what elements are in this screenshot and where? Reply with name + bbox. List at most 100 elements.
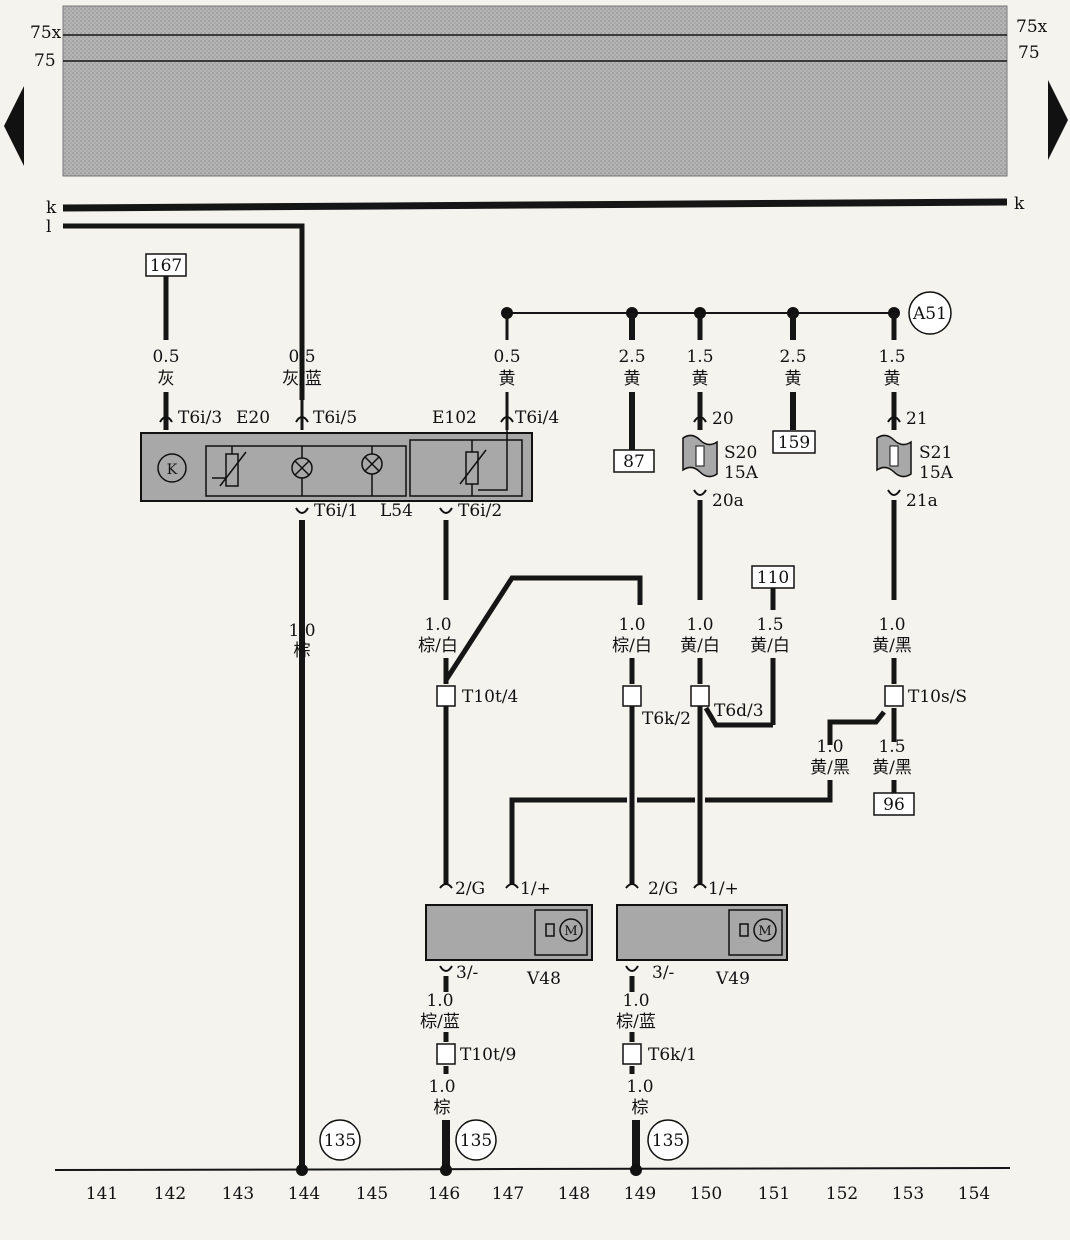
wire-label-color: 黄/黑 (872, 758, 912, 778)
pin-21a: 21a (906, 491, 938, 511)
conn-t6i2: T6i/2 (458, 501, 502, 521)
conn-v49-1p: 1/+ (708, 879, 739, 899)
pin-mark (693, 883, 707, 889)
axis-number: 153 (892, 1184, 924, 1204)
connector-t6d3-icon (690, 685, 710, 707)
wire-label-color: 黄 (785, 369, 802, 389)
connector-t6k1-icon (622, 1043, 642, 1065)
conn-t10t4: T10t/4 (462, 687, 518, 707)
bus-75x-right: 75x (1016, 17, 1048, 37)
wire-t10s-branch (827, 710, 886, 745)
fuse-s21-amp: 15A (919, 463, 954, 483)
wire-label-color: 棕/白 (418, 636, 458, 656)
pin-21: 21 (906, 409, 928, 429)
wire-motor-feed (509, 780, 833, 885)
axis-number: 149 (624, 1184, 656, 1204)
prev-page-arrow-icon[interactable] (4, 86, 24, 166)
k-symbol-icon (157, 453, 187, 483)
wire-label-gauge: 1.5 (756, 615, 783, 635)
axis-number: 142 (154, 1184, 186, 1204)
lamp-cross (294, 460, 310, 476)
motor-m-label: M (564, 924, 577, 939)
pin-mark (295, 507, 309, 514)
wire-label-color: 黄 (692, 369, 709, 389)
internal-wiring (471, 430, 508, 496)
conn-v49-3m: 3/- (652, 963, 674, 983)
wire-label-color: 黄/白 (750, 636, 790, 656)
pin-mark (693, 489, 707, 496)
axis-number: 143 (222, 1184, 254, 1204)
internal-wiring (212, 446, 373, 496)
conn-v48-2g: 2/G (455, 879, 485, 899)
e102-inner-frame (409, 439, 523, 497)
ground-ref-135[interactable] (455, 1119, 497, 1161)
wire-label-gauge: 1.0 (626, 1077, 653, 1097)
fuse-s20-name: S20 (724, 443, 757, 463)
axis-number: 146 (428, 1184, 460, 1204)
conn-t6d3: T6d/3 (714, 701, 764, 721)
pin-20: 20 (712, 409, 734, 429)
bus-75-right: 75 (1018, 43, 1040, 63)
wire-label-gauge: 1.5 (686, 347, 713, 367)
bus-75x-left: 75x (30, 23, 62, 43)
motor-brush (739, 923, 749, 937)
fuse-s21-name: S21 (919, 443, 952, 463)
lamp-cross (364, 456, 380, 472)
comp-v49: V49 (715, 969, 750, 989)
motor-brush (545, 923, 555, 937)
ref-box-87[interactable] (613, 449, 655, 473)
bus-k-right: k (1014, 194, 1025, 214)
pin-mark (887, 489, 901, 496)
motor-v48-frame (534, 909, 588, 956)
conn-t10t9: T10t/9 (460, 1045, 516, 1065)
wire-label-color: 棕 (434, 1098, 451, 1118)
wire-label-color: 黄 (884, 369, 901, 389)
ground-rail (54, 1167, 1011, 1171)
pin-mark (439, 883, 453, 889)
pin-mark (887, 416, 901, 423)
wire-label-gauge: 1.0 (618, 615, 645, 635)
k-symbol-label: K (167, 462, 178, 478)
potentiometer-arrow (459, 449, 487, 485)
comp-e20: E20 (236, 408, 270, 428)
pin-mark (625, 965, 639, 972)
wire-label-gauge: 1.0 (288, 621, 315, 641)
ref-box-159[interactable] (772, 430, 816, 454)
wire-label-color: 黄 (499, 369, 516, 389)
wire-label-gauge: 2.5 (618, 347, 645, 367)
ref-circle-a51[interactable] (908, 291, 952, 335)
junction-dot (440, 1164, 452, 1176)
axis-number: 141 (86, 1184, 118, 1204)
wire-label-gauge: 1.0 (424, 615, 451, 635)
axis-number: 144 (288, 1184, 320, 1204)
comp-e102: E102 (432, 408, 477, 428)
connector-t10s-icon (884, 685, 904, 707)
connector-t10t4-icon (436, 685, 456, 707)
conn-t6i5: T6i/5 (313, 408, 357, 428)
axis-number: 150 (690, 1184, 722, 1204)
pin-mark (625, 883, 639, 889)
ground-ref-135[interactable] (647, 1119, 689, 1161)
wire-label-gauge: 1.5 (878, 347, 905, 367)
axis-number: 148 (558, 1184, 590, 1204)
conn-v49-2g: 2/G (648, 879, 678, 899)
pin-mark (159, 416, 173, 423)
wire-label-gauge: 0.5 (493, 347, 520, 367)
wire-label-gauge: 2.5 (779, 347, 806, 367)
comp-l54: L54 (380, 501, 413, 521)
wire-label-color: 灰/蓝 (282, 369, 322, 389)
wire-label-color: 棕/蓝 (420, 1012, 460, 1032)
fuse-element (695, 445, 705, 467)
junction-dot (296, 1164, 308, 1176)
conn-t6k1: T6k/1 (648, 1045, 697, 1065)
fuse-element (889, 445, 899, 467)
wire-label-gauge: 0.5 (288, 347, 315, 367)
motor-m-label: M (758, 924, 771, 939)
motor-icon (559, 918, 583, 942)
conn-v48-1p: 1/+ (520, 879, 551, 899)
ground-ref-135[interactable] (319, 1119, 361, 1161)
pin-mark (505, 883, 519, 889)
pin-mark (439, 507, 453, 514)
next-page-arrow-icon[interactable] (1048, 80, 1068, 160)
